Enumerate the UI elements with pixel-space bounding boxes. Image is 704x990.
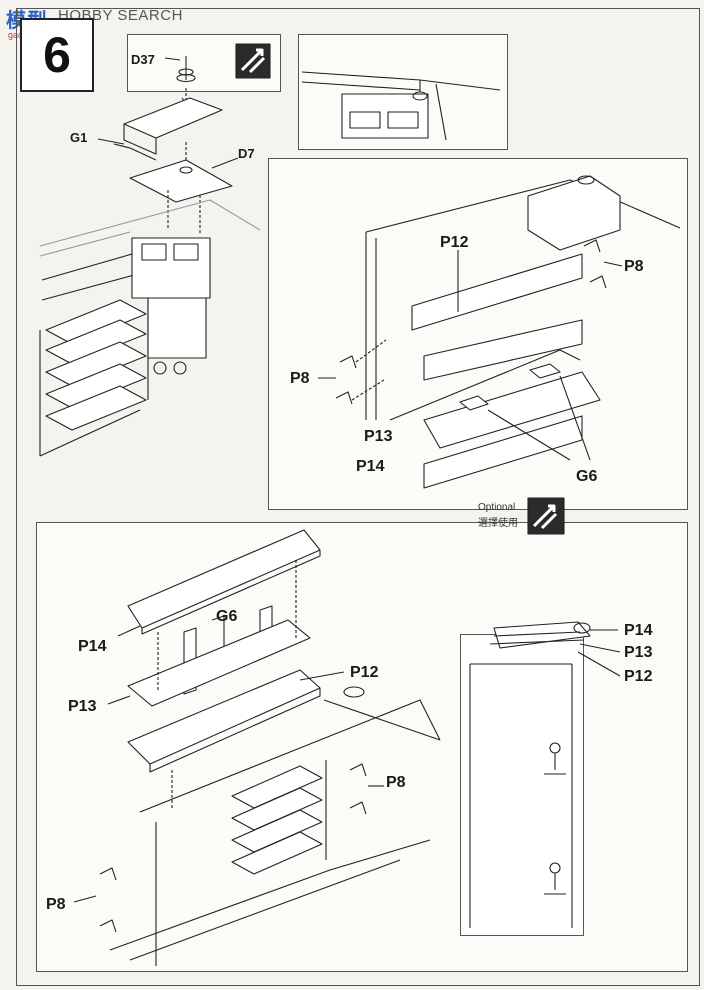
optional-label-zh: 選擇使用 [478,518,518,529]
label-p8-lower-left: P8 [46,896,66,913]
label-p14-upper: P14 [356,458,385,475]
ammo-rack-stack-lower [231,760,327,875]
step-number-box: 6 [20,18,94,92]
optional-swap-icon [527,497,565,535]
label-p8-upper-left: P8 [290,370,310,387]
label-p13-upper: P13 [364,428,393,445]
label-g1: G1 [70,130,88,145]
label-p13-side: P13 [624,644,653,661]
label-g6-lower: G6 [216,608,238,625]
swap-arrows-icon [235,43,271,79]
page-border [16,8,700,986]
ammo-rack-stack-left [39,299,149,457]
side-view-inset [460,634,584,936]
label-p12-lower: P12 [350,664,379,681]
label-p12-upper: P12 [440,234,469,251]
label-p14-lower: P14 [78,638,107,655]
optional-label-en: Optional [478,502,516,513]
d37-bolt-icon [176,56,196,105]
label-g6-upper: G6 [576,468,598,485]
label-p14-side: P14 [624,622,653,639]
label-p8-upper-right: P8 [624,258,644,275]
label-p13-lower: P13 [68,698,97,715]
label-d37: D37 [131,52,155,67]
label-p8-lower-right: P8 [386,774,406,791]
step-number: 6 [43,27,71,83]
label-d7: D7 [238,146,255,161]
label-p12-side: P12 [624,668,653,685]
